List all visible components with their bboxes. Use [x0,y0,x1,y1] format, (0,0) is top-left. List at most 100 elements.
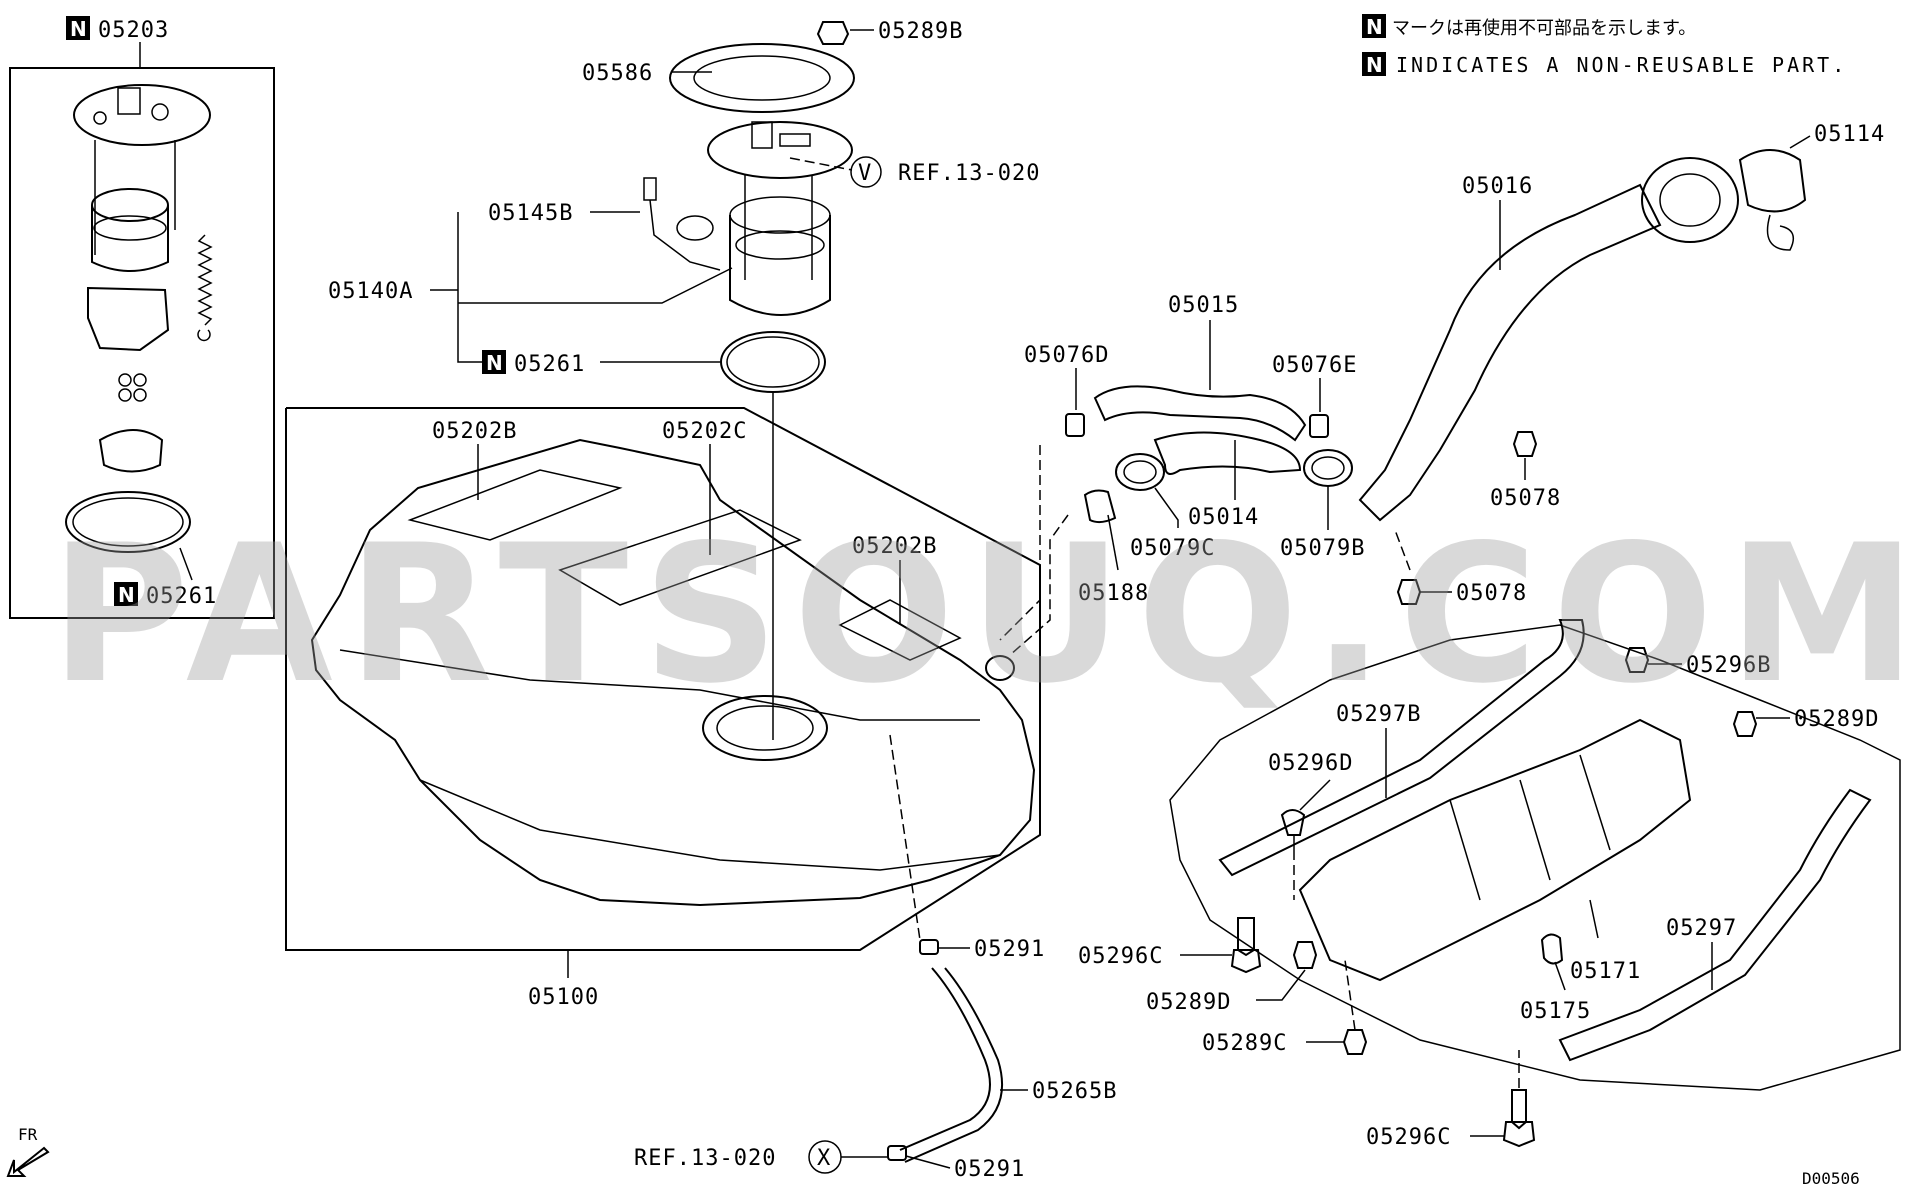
pump-filter [98,429,164,473]
part-05078-label-a: 05078 [1490,486,1561,511]
filler-neck-05016 [1358,183,1662,522]
part-05171-label: 05171 [1570,959,1641,984]
nut-05289D-b [1292,941,1318,969]
grommet-05188 [1083,489,1117,524]
sender-float [676,215,714,241]
clamp-05076D [1065,413,1085,437]
part-05265B-label: 05265B [1032,1079,1117,1104]
breather-hose-05015 [1093,385,1307,442]
pump-flange [73,84,211,146]
svg-text:X: X [817,1146,831,1171]
label-plate-05202B-b [838,599,962,661]
part-05296B-label: 05296B [1686,653,1771,678]
svg-text:V: V [858,161,872,186]
gasket-05261 [720,331,826,393]
part-05015-label: 05015 [1168,293,1239,318]
diagram-code: D00506 [1802,1169,1860,1187]
part-05079C-label: 05079C [1130,536,1215,561]
pump-module-group: 05289B 05586 V REF.13-020 05145B 05140A [328,19,1040,740]
filler-hose-group: 05076D 05015 05014 05076E 05079C 05079B … [999,293,1365,656]
protector-05171 [1298,718,1692,982]
part-05140A-label: 05140A [328,279,413,304]
part-05261-inset-label: 05261 [146,584,217,609]
tank-pump-opening [702,695,828,761]
svg-text:N: N [486,351,503,375]
part-05289B-label: 05289B [878,19,963,44]
vapor-hose-05265B [899,967,991,1151]
tank-outline-ghost [1169,624,1901,1091]
part-05297B-label: 05297B [1336,702,1421,727]
part-05296C-label-b: 05296C [1366,1125,1451,1150]
non-reusable-note: N マークは再使用不可部品を示します。 N INDICATES A NON-RE… [1362,14,1847,77]
note-english: INDICATES A NON-REUSABLE PART. [1396,53,1847,77]
part-05079B-label: 05079B [1280,536,1365,561]
nut-05289C [1342,1029,1368,1055]
fr-arrow-icon [6,1146,50,1177]
filler-neck-group: 05016 05114 05078 05078 [1358,122,1885,606]
ref-x-label: REF.13-020 [634,1146,776,1171]
part-05289D-label-a: 05289D [1794,707,1879,732]
part-05188-label: 05188 [1078,581,1149,606]
part-05296D-label: 05296D [1268,751,1353,776]
part-05014-label: 05014 [1188,505,1259,530]
part-05202C-label: 05202C [662,419,747,444]
bolt-05296C-a [1237,917,1255,957]
filler-neck-mouth [1641,157,1739,243]
clip-05291-a [919,939,939,955]
fuel-cap-05114 [1738,149,1807,213]
module-flange [707,121,853,179]
pump-bracket [87,286,170,352]
pump-assembly-inset: N 05203 N 05261 [9,16,275,619]
clamp-05076E [1309,414,1329,438]
clamp-05079B [1303,449,1353,487]
filler-hose-05014 [1153,431,1302,475]
bolt-05296D [1280,809,1306,836]
part-05114-label: 05114 [1814,122,1885,147]
part-05076E-label: 05076E [1272,353,1357,378]
clip-05175 [1540,933,1564,965]
strap-05297B [1218,619,1585,877]
ref-v-circle [850,156,882,188]
part-05289C-label: 05289C [1202,1031,1287,1056]
inset-gasket [65,491,191,553]
part-05175-label: 05175 [1520,999,1591,1024]
n-mark-icon [1362,52,1386,76]
svg-text:N: N [70,17,87,41]
part-05202B-label-b: 05202B [852,534,937,559]
part-05076D-label: 05076D [1024,343,1109,368]
front-direction-indicator: FR [6,1125,50,1177]
fr-label: FR [18,1125,38,1144]
nut-05289D-a [1732,711,1758,737]
label-plate-05202B-a [407,469,623,541]
part-05202B-label-a: 05202B [432,419,517,444]
ref-v-label: REF.13-020 [898,161,1040,186]
svg-text:N: N [1366,15,1383,39]
retainer-ring-05586 [669,43,855,113]
bolt-05296C-b [1511,1089,1527,1130]
part-05078-label-b: 05078 [1456,581,1527,606]
note-japanese: マークは再使用不可部品を示します。 [1392,18,1696,39]
inset-frame [9,67,275,619]
n-mark-icon [66,16,90,40]
svg-text:N: N [118,583,135,607]
part-05261-label: 05261 [514,352,585,377]
sender-unit [643,177,657,201]
part-05297-label: 05297 [1666,916,1737,941]
n-mark-icon [482,350,506,374]
pump-motor [91,205,169,272]
strap-05297 [1558,788,1872,1062]
fuel-tank [310,438,1036,907]
part-05586-label: 05586 [582,61,653,86]
part-05289D-label-b: 05289D [1146,990,1231,1015]
part-05016-label: 05016 [1462,174,1533,199]
part-05291-label-b: 05291 [954,1157,1025,1182]
part-05203-label: 05203 [98,18,169,43]
watermark-text: PARTSOUQ.COM [50,504,1907,725]
part-05296C-label-a: 05296C [1078,944,1163,969]
vapor-hose-group: 05291 05265B 05291 X REF.13-020 [634,937,1117,1182]
clamp-05079C [1115,453,1165,491]
pump-module-body [729,215,831,316]
part-05291-label-a: 05291 [974,937,1045,962]
bolt-05078-b [1396,579,1422,605]
